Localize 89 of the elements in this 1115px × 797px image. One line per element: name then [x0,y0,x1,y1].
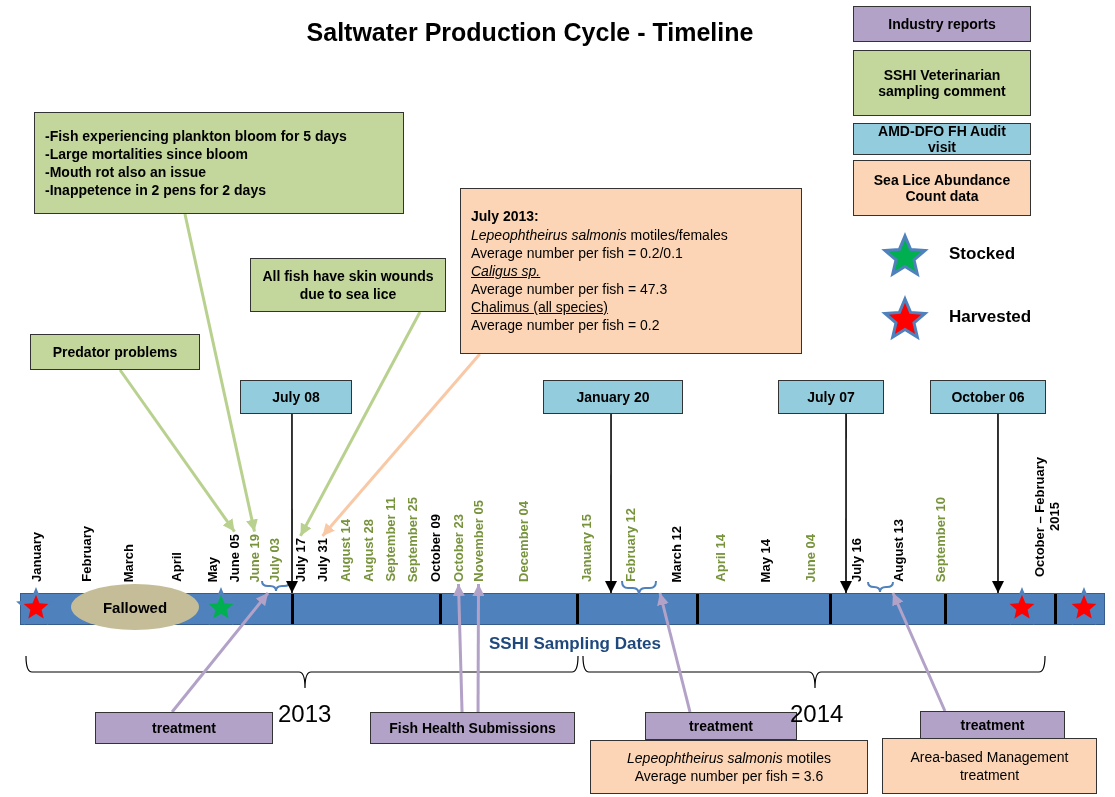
arrow [183,213,258,532]
fallowed-ellipse: Fallowed [71,584,199,630]
box-text: Chalimus (all species) [471,298,609,317]
box-text: October 06 [950,387,1026,407]
box-text: -Mouth rot also an issue [45,163,207,182]
title: Saltwater Production Cycle - Timeline [305,18,755,47]
year-label: 2013 [278,700,332,728]
date-label: June 19 [247,533,262,582]
date-label: March [121,543,136,582]
box-text: All fish have skin wounds due to sea lice [261,266,435,304]
date-label: November 05 [471,500,486,582]
box-text: Lepeophtheirus salmonis motiles/females [471,225,729,244]
report-box [370,712,575,744]
date-label: August 28 [361,519,376,582]
audit-date-box [930,380,1046,414]
date-label: April 14 [713,534,728,582]
arrow [657,592,692,713]
arrow [840,413,852,594]
box-text: Average number per fish = 47.3 [471,280,669,299]
date-label: October 23 [451,514,466,582]
audit-date-box [240,380,352,414]
date-label: July 31 [315,537,330,582]
box-text: treatment [959,715,1026,735]
legend-text: Sea Lice Abundance Count data [872,172,1012,204]
date-label: October – February 2015 [1032,456,1062,579]
box-text: Lepeophtheirus salmonis motiles [626,748,832,767]
arrow [992,413,1004,594]
date-label: February [79,526,94,582]
date-label: February 12 [623,508,638,582]
count-data-box [460,188,802,354]
date-label: June 04 [803,533,818,582]
date-label: December 04 [516,501,531,582]
arrow [118,369,236,533]
arrow [452,583,465,713]
date-label: July 17 [293,537,308,582]
box-text: Area-based Management treatment [909,747,1070,785]
box-text: July 2013: [471,207,540,226]
arrow [605,413,617,594]
date-label: May 14 [758,538,773,582]
arrow [286,413,298,594]
arrow [299,311,422,537]
date-label: January 15 [579,514,594,582]
date-label: May [205,556,220,582]
date-label: April [169,552,184,582]
date-label: July 16 [849,537,864,582]
arrow [472,584,485,712]
box-text: Average number per fish = 3.6 [633,767,825,786]
comment-box [30,334,200,370]
box-text: Average number per fish = 0.2 [471,316,661,335]
legend-text: Harvested [949,307,1032,327]
arrow [321,353,481,537]
audit-date-box [543,380,683,414]
date-label: September 10 [933,496,948,582]
date-label: August 14 [338,519,353,582]
box-text: Average number per fish = 0.2/0.1 [471,243,684,262]
legend-text: AMD-DFO FH Audit visit [877,123,1007,155]
date-label: June 05 [227,533,242,582]
box-text: Fish Health Submissions [388,718,557,738]
box-text: -Large mortalities since bloom [45,144,250,163]
audit-date-box [778,380,884,414]
legend-text: Industry reports [887,16,997,32]
box-text: -Fish experiencing plankton bloom for 5 days [45,126,348,145]
date-label: September 25 [405,496,420,582]
date-label: October 09 [428,514,443,582]
report-box [95,712,273,744]
legend-text: SSHI Veterinarian sampling comment [877,67,1007,99]
box-text: treatment [688,716,754,736]
arrow [170,592,270,713]
box-text: January 20 [575,387,651,407]
count-data-box [590,740,868,794]
count-data-box [882,738,1097,794]
date-label: January [29,532,44,582]
box-text: -Inappetence in 2 pens for 2 days [45,181,267,200]
date-label: July 03 [267,537,282,582]
legend-text: Stocked [949,244,1016,264]
timeline-caption: SSHI Sampling Dates [488,634,662,654]
box-text: July 08 [271,387,321,407]
report-box [920,711,1065,739]
box-text: treatment [151,718,217,738]
box-text: Predator problems [51,342,179,362]
comment-box [34,112,404,214]
year-label: 2014 [790,700,844,728]
comment-box [250,258,446,312]
date-label: September 11 [383,497,398,582]
arrow [891,592,947,712]
box-text: July 07 [806,387,856,407]
date-label: August 13 [891,519,906,582]
box-text: Caligus sp. [471,261,542,281]
date-label: March 12 [669,525,684,582]
